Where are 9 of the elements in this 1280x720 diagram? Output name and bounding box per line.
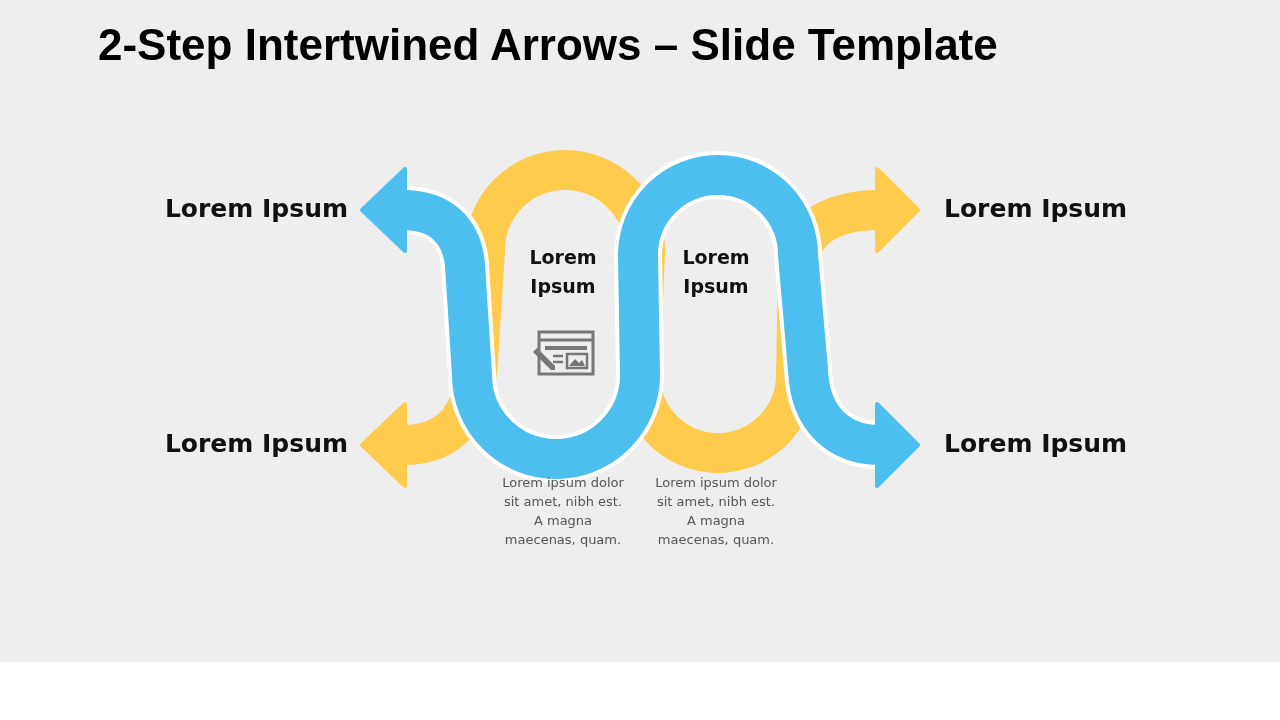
- step-label: Lorem Ipsum: [656, 243, 776, 301]
- step-description: Lorem ipsum dolor sit amet, nibh est. A magna maecenas, quam.: [654, 474, 778, 549]
- slide-title: 2-Step Intertwined Arrows – Slide Template: [98, 20, 998, 70]
- side-label: Lorem Ipsum: [164, 194, 348, 223]
- side-label: Lorem Ipsum: [944, 194, 1128, 223]
- side-label: Lorem Ipsum: [944, 429, 1128, 458]
- side-label: Lorem Ipsum: [164, 429, 348, 458]
- step-label: Lorem Ipsum: [503, 243, 623, 301]
- step-description: Lorem ipsum dolor sit amet, nibh est. A magna maecenas, quam.: [501, 474, 625, 549]
